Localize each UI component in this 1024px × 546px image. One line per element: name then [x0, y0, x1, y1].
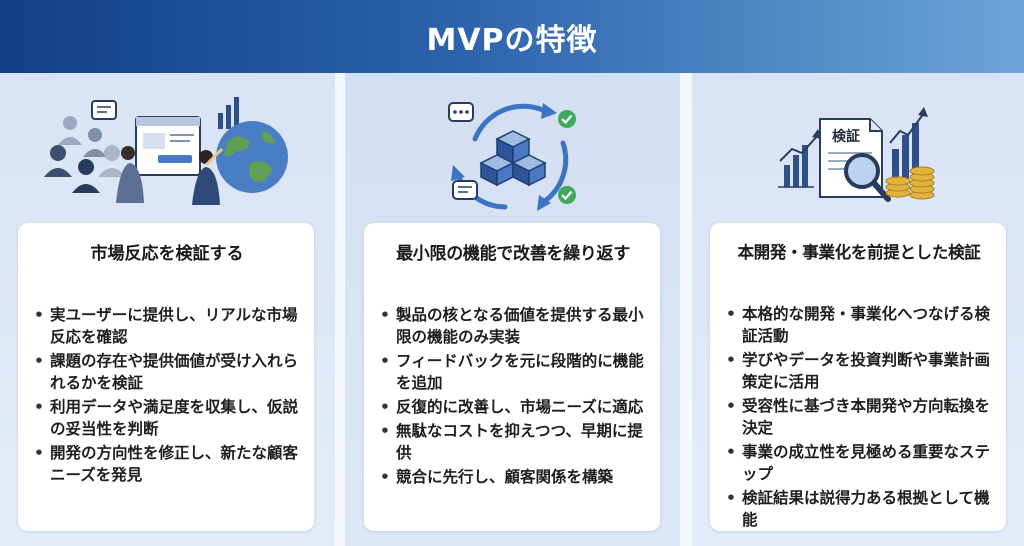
people-icon: [44, 116, 126, 193]
feature-card: 最小限の機能で改善を繰り返す 製品の核となる価値を提供する最小限の機能のみ実装 …: [364, 223, 660, 531]
chat-bubble-icon: [91, 100, 117, 120]
chat-bubble-icon: [448, 102, 478, 200]
list-item: 学びやデータを投資判断や事業計画策定に活用: [726, 349, 992, 393]
dashboard-window-icon: [135, 116, 201, 176]
page-title: MVPの特徴: [426, 22, 598, 58]
coins-icon: [885, 166, 935, 200]
list-item: 受容性に基づき本開発や方向転換を決定: [726, 395, 992, 439]
feature-card: 市場反応を検証する 実ユーザーに提供し、リアルな市場反応を確認 課題の存在や提供…: [18, 223, 314, 531]
card-heading: 本開発・事業化を前提とした検証: [737, 243, 981, 262]
bar-chart-icon: [218, 97, 239, 129]
bar-chart-icon: [778, 129, 822, 188]
bullet-list: 本格的な開発・事業化へつなげる検証活動 学びやデータを投資判断や事業計画策定に活…: [726, 303, 992, 531]
list-item: 競合に先行し、顧客関係を構築: [380, 466, 646, 488]
sparkle-icon: [984, 508, 1006, 530]
list-item: 事業の成立性を見極める重要なステップ: [726, 441, 992, 485]
bullet-list: 製品の核となる価値を提供する最小限の機能のみ実装 フィードバックを元に段階的に機…: [380, 304, 646, 488]
validation-report-illustration: 検証: [778, 107, 935, 202]
check-circle-icon: [558, 110, 576, 204]
list-item: 反復的に改善し、市場ニーズに適応: [380, 396, 646, 418]
list-item: フィードバックを元に段階的に機能を追加: [380, 350, 646, 394]
feature-card: 本開発・事業化を前提とした検証 本格的な開発・事業化へつなげる検証活動 学びやデ…: [710, 223, 1006, 531]
boxes-icon: [479, 130, 547, 187]
bullet-list: 実ユーザーに提供し、リアルな市場反応を確認 課題の存在や提供価値が受け入れられる…: [34, 304, 300, 486]
list-item: 無駄なコストを抑えつつ、早期に提供: [380, 420, 646, 464]
card-heading: 市場反応を検証する: [90, 244, 244, 264]
market-research-illustration: [44, 97, 288, 205]
column-business-validation: 検証 本開発・事業化を前提と: [692, 73, 1024, 546]
list-item: 本格的な開発・事業化へつなげる検証活動: [726, 303, 992, 347]
column-market-reaction: 市場反応を検証する 実ユーザーに提供し、リアルな市場反応を確認 課題の存在や提供…: [0, 73, 335, 546]
column-divider: [680, 73, 692, 546]
magnifier-icon: [844, 153, 891, 202]
column-divider: [335, 73, 345, 546]
globe-icon: [204, 121, 288, 193]
presenter-icon: [116, 146, 220, 205]
arrowhead-icon: [451, 103, 557, 211]
list-item: 開発の方向性を修正し、新たな顧客ニーズを発見: [34, 442, 300, 486]
growth-chart-icon: [889, 107, 928, 179]
card-heading: 最小限の機能で改善を繰り返す: [396, 244, 630, 264]
iteration-cycle-illustration: [448, 102, 576, 211]
list-item: 利用データや満足度を収集し、仮説の妥当性を判断: [34, 396, 300, 440]
list-item: 製品の核となる価値を提供する最小限の機能のみ実装: [380, 304, 646, 348]
header-banner: MVPの特徴: [0, 0, 1024, 73]
document-label: 検証: [832, 128, 860, 145]
list-item: 課題の存在や提供価値が受け入れられるかを検証: [34, 350, 300, 394]
column-iterative-improvement: 最小限の機能で改善を繰り返す 製品の核となる価値を提供する最小限の機能のみ実装 …: [345, 73, 680, 546]
list-item: 検証結果は説得力ある根拠として機能: [726, 487, 992, 531]
list-item: 実ユーザーに提供し、リアルな市場反応を確認: [34, 304, 300, 348]
